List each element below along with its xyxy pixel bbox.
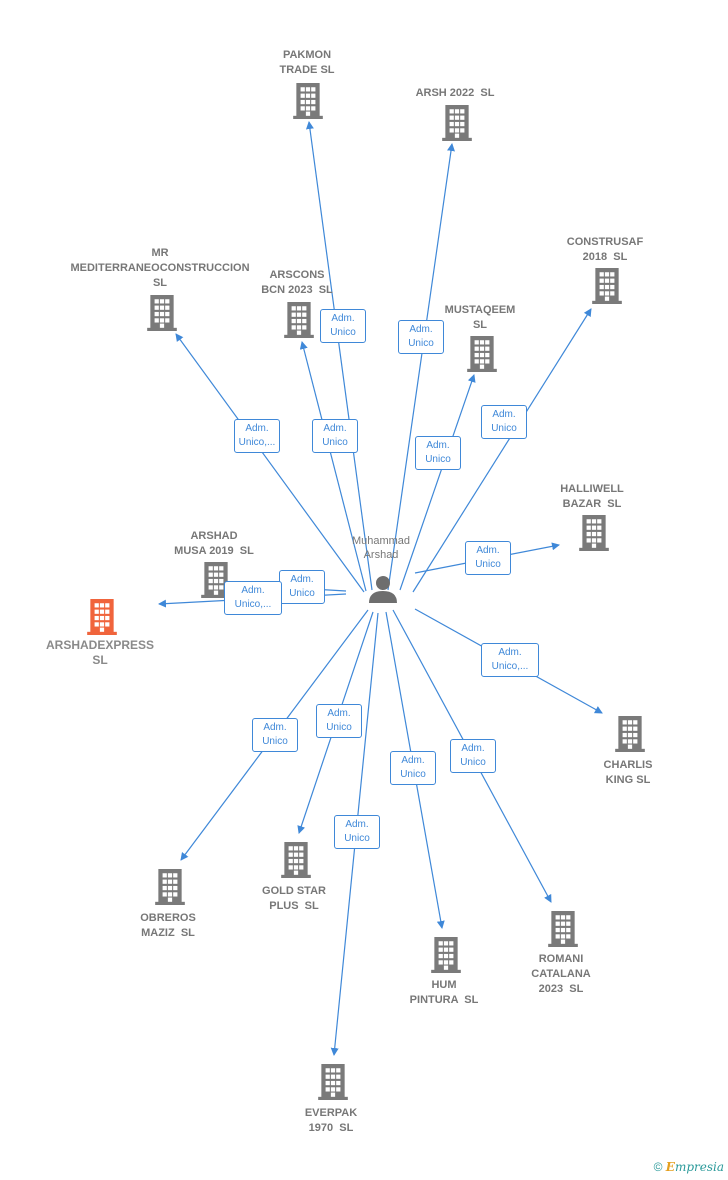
role-badge-romani: Adm. Unico [450, 739, 496, 773]
company-label-hum[interactable]: HUM PINTURA SL [409, 979, 479, 1006]
company-label-construsaf[interactable]: CONSTRUSAF 2018 SL [566, 236, 644, 263]
company-label-arshadexpress[interactable]: ARSHADEXPRESS SL [45, 638, 155, 667]
building-icon[interactable] [615, 716, 645, 752]
edge-line-arscons [299, 341, 367, 592]
company-label-romani[interactable]: ROMANI CATALANA 2023 SL [531, 953, 591, 995]
company-label-charlis[interactable]: CHARLIS KING SL [603, 759, 653, 786]
role-badge-charlis: Adm. Unico,... [481, 643, 539, 677]
edge-line-mustaqeem [399, 374, 476, 591]
company-label-arsh2022[interactable]: ARSH 2022 SL [415, 87, 495, 99]
role-badge-goldstar: Adm. Unico [316, 704, 362, 738]
company-label-arshadmusa[interactable]: ARSHAD MUSA 2019 SL [174, 530, 254, 557]
building-icon[interactable] [431, 937, 461, 973]
role-badge-everpak: Adm. Unico [334, 815, 380, 849]
person-icon[interactable] [369, 576, 397, 603]
building-icon[interactable] [442, 105, 472, 141]
company-label-arscons[interactable]: ARSCONS BCN 2023 SL [261, 269, 333, 296]
role-badge-arscons: Adm. Unico [312, 419, 358, 453]
edge-line-construsaf [412, 308, 592, 593]
company-label-pakmon[interactable]: PAKMON TRADE SL [279, 49, 335, 76]
building-icon[interactable] [592, 268, 622, 304]
building-icon[interactable] [155, 869, 185, 905]
building-icon[interactable] [284, 302, 314, 338]
company-label-obreros[interactable]: OBREROS MAZIZ SL [140, 912, 196, 939]
nodes-layer [87, 83, 645, 1100]
building-icon[interactable] [318, 1064, 348, 1100]
edge-line-pakmon [305, 121, 373, 591]
company-label-everpak[interactable]: EVERPAK 1970 SL [304, 1107, 358, 1134]
role-badge-arshadexpress: Adm. Unico,... [224, 581, 282, 615]
role-badge-arshadmusa: Adm. Unico [279, 570, 325, 604]
company-label-goldstar[interactable]: GOLD STAR PLUS SL [262, 885, 326, 912]
building-icon[interactable] [281, 842, 311, 878]
role-badge-arsh2022: Adm. Unico [398, 320, 444, 354]
brand-logo[interactable]: Empresia [665, 1160, 724, 1174]
company-label-mediterraneo[interactable]: MR MEDITERRANEOCONSTRUCCION SL [70, 247, 250, 289]
role-badge-construsaf: Adm. Unico [481, 405, 527, 439]
role-badge-pakmon: Adm. Unico [320, 309, 366, 343]
building-icon[interactable] [147, 295, 177, 331]
building-icon[interactable] [579, 515, 609, 551]
edge-line-mediterraneo [175, 333, 365, 593]
building-icon[interactable] [548, 911, 578, 947]
company-label-halliwell[interactable]: HALLIWELL BAZAR SL [560, 483, 624, 510]
person-name-label[interactable]: Muhammad Arshad [351, 535, 411, 561]
footer-brand: © Empresia [654, 1160, 724, 1174]
role-badge-mediterraneo: Adm. Unico,... [234, 419, 280, 453]
edge-line-arsh2022 [387, 143, 455, 591]
building-icon[interactable] [293, 83, 323, 119]
copyright-icon: © [653, 1160, 663, 1174]
building-icon[interactable] [87, 599, 117, 635]
role-badge-mustaqeem: Adm. Unico [415, 436, 461, 470]
building-icon[interactable] [467, 336, 497, 372]
role-badge-hum: Adm. Unico [390, 751, 436, 785]
company-label-mustaqeem[interactable]: MUSTAQEEM SL [444, 304, 516, 331]
role-badge-obreros: Adm. Unico [252, 718, 298, 752]
role-badge-halliwell: Adm. Unico [465, 541, 511, 575]
